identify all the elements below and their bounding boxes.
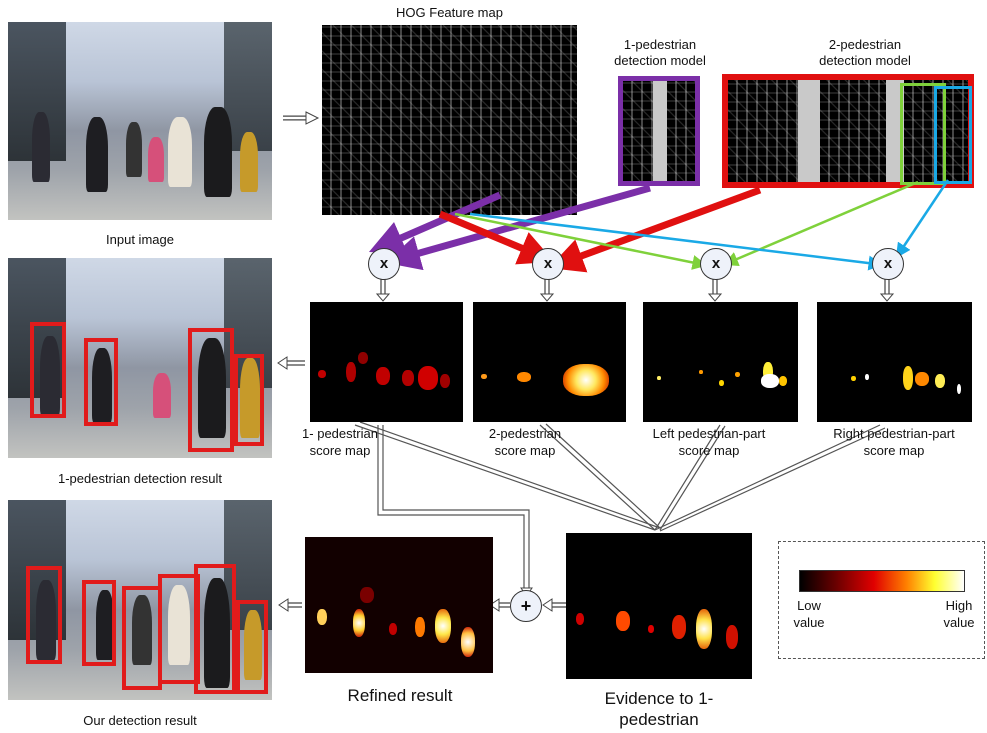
evidence-label-line1: Evidence to 1- bbox=[604, 689, 714, 708]
our-result-image bbox=[8, 500, 272, 700]
score2-label-line2: score map bbox=[494, 443, 556, 458]
score3-label-line2: score map bbox=[678, 443, 740, 458]
score-map-left-part bbox=[643, 302, 798, 422]
refined-result-label: Refined result bbox=[347, 686, 453, 705]
hog-title: HOG Feature map bbox=[396, 5, 503, 20]
legend-high-line2: value bbox=[943, 615, 975, 630]
model2-title-line1: 2-pedestrian bbox=[828, 37, 902, 52]
detection-box bbox=[234, 354, 264, 446]
evidence-label-line2: pedestrian bbox=[619, 710, 699, 729]
detection-box bbox=[82, 580, 116, 666]
multiply-operator-1: x bbox=[368, 248, 400, 280]
legend-low-line2: value bbox=[793, 615, 825, 630]
multiply-operator-4: x bbox=[872, 248, 904, 280]
multiply-operator-2: x bbox=[532, 248, 564, 280]
detection-box bbox=[30, 322, 66, 418]
model1-panel bbox=[618, 76, 700, 186]
our-result-label: Our detection result bbox=[83, 713, 197, 728]
score1-label-line1: 1- pedestrian bbox=[302, 426, 378, 441]
detection-box bbox=[84, 338, 118, 426]
score4-label-line2: score map bbox=[863, 443, 925, 458]
right-part-box bbox=[934, 86, 972, 184]
add-operator: + bbox=[510, 590, 542, 622]
detection-result-label: 1-pedestrian detection result bbox=[57, 471, 223, 486]
refined-result-map bbox=[305, 537, 493, 673]
score2-label-line1: 2-pedestrian bbox=[488, 426, 562, 441]
score4-label-line1: Right pedestrian-part bbox=[833, 426, 955, 441]
detection-box bbox=[122, 586, 162, 690]
score1-label-line2: score map bbox=[309, 443, 371, 458]
detection-box bbox=[194, 564, 236, 694]
detection-box bbox=[26, 566, 62, 664]
detection-box bbox=[236, 600, 268, 694]
model1-title-line1: 1-pedestrian bbox=[623, 37, 697, 52]
score-map-1pedestrian bbox=[310, 302, 463, 422]
detection-result-image bbox=[8, 258, 272, 458]
detection-box bbox=[158, 574, 200, 684]
input-image bbox=[8, 22, 272, 220]
evidence-map bbox=[566, 533, 752, 679]
model1-title-line2: detection model bbox=[614, 53, 706, 68]
color-scale-bar bbox=[799, 570, 965, 592]
input-image-label: Input image bbox=[106, 232, 174, 247]
legend-high-line1: High bbox=[945, 598, 973, 613]
detection-box bbox=[188, 328, 234, 452]
color-legend: Low value High value bbox=[778, 541, 985, 659]
legend-low-line1: Low bbox=[797, 598, 821, 613]
multiply-operator-3: x bbox=[700, 248, 732, 280]
score-map-right-part bbox=[817, 302, 972, 422]
score-map-2pedestrian bbox=[473, 302, 626, 422]
hog-feature-map bbox=[322, 25, 577, 215]
arrow-input-to-hog bbox=[283, 111, 320, 125]
model2-title-line2: detection model bbox=[819, 53, 911, 68]
score3-label-line1: Left pedestrian-part bbox=[652, 426, 766, 441]
